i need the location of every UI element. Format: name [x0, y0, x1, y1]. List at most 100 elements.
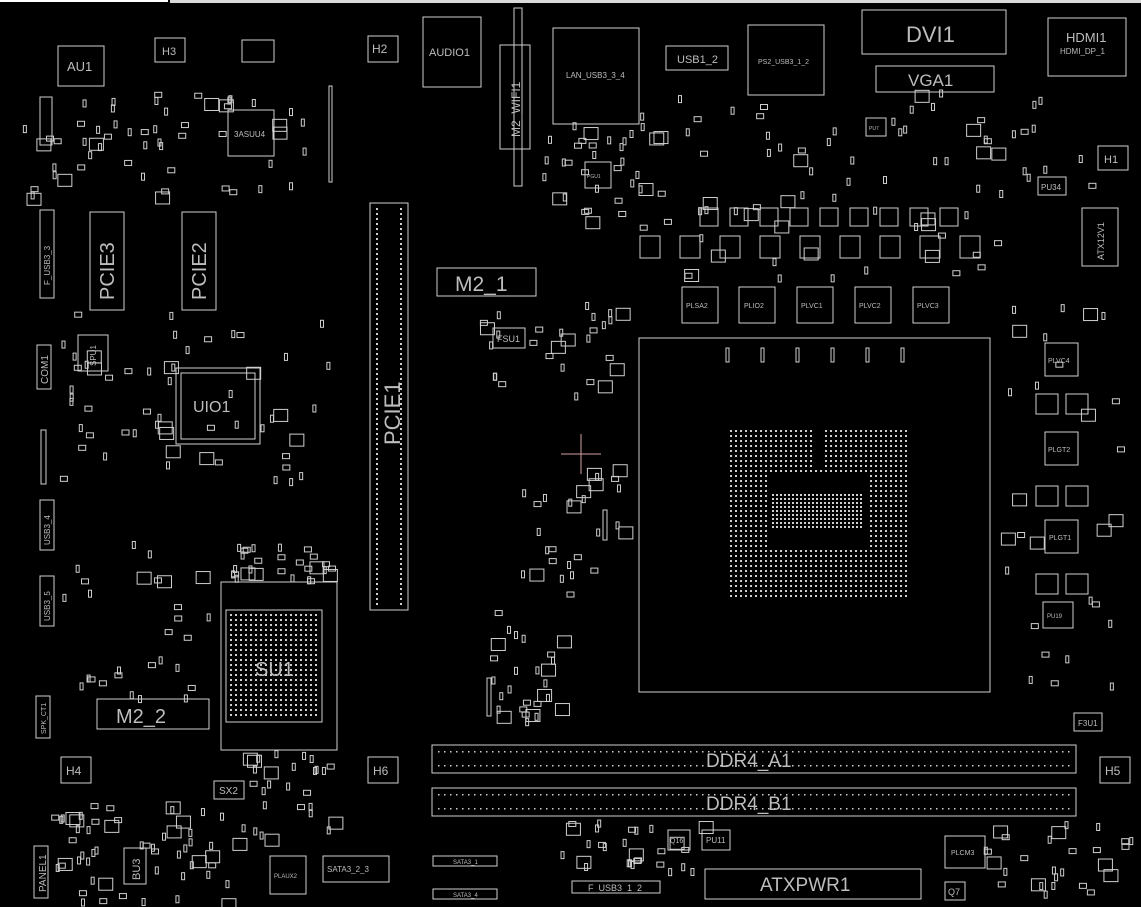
smd-part: [597, 380, 613, 394]
ps2-usb-connector[interactable]: [747, 24, 825, 96]
fsu1-chip[interactable]: [492, 327, 526, 349]
spk-header[interactable]: [35, 695, 51, 739]
cpu-pin: [750, 495, 752, 497]
cpu-pin: [745, 450, 747, 452]
lan-usb-connector[interactable]: [552, 27, 640, 125]
smd-part: [677, 95, 682, 104]
audio1-connector[interactable]: [422, 16, 482, 88]
cpu-pin: [810, 430, 812, 432]
m2-2-slot[interactable]: [96, 698, 210, 730]
m2-wifi1-slot[interactable]: [499, 44, 531, 150]
usb3-5-header[interactable]: [39, 575, 55, 627]
cpu-pin: [860, 570, 862, 572]
smd-part: [259, 831, 264, 840]
uio1-chip[interactable]: [175, 367, 261, 445]
su1-ball: [275, 654, 277, 656]
ddr4-a1-slot[interactable]: [431, 744, 1077, 774]
cpu-pin: [895, 580, 897, 582]
ddr-pin: [540, 808, 542, 810]
h1-mount[interactable]: [1097, 145, 1129, 171]
q7-chip[interactable]: [944, 881, 966, 901]
plio2-inductor[interactable]: [738, 286, 776, 324]
hdmi1-connector[interactable]: [1047, 17, 1127, 77]
pu11-chip[interactable]: [701, 829, 731, 851]
h3-mount[interactable]: [154, 37, 186, 63]
pu7-chip[interactable]: [865, 117, 887, 137]
plaux2-inductor[interactable]: [269, 855, 307, 895]
smd-part: [566, 591, 575, 598]
cpu-pin: [800, 560, 802, 562]
plsa2-inductor[interactable]: [681, 286, 719, 324]
h4-mount[interactable]: [60, 756, 92, 784]
cpu-pin: [820, 565, 822, 567]
sx2-chip[interactable]: [213, 780, 245, 800]
pcie-pin: [376, 563, 378, 565]
pcie1-slot[interactable]: [369, 202, 409, 611]
plvc3-inductor[interactable]: [912, 286, 950, 324]
h2-mount[interactable]: [367, 35, 399, 63]
h6-mount[interactable]: [367, 756, 399, 784]
su1-ball: [250, 659, 252, 661]
ddr-pin: [1068, 808, 1070, 810]
plvc1-inductor[interactable]: [796, 286, 834, 324]
bu3-chip[interactable]: [123, 847, 147, 885]
q16-chip[interactable]: [667, 829, 691, 851]
mosfet: [819, 207, 839, 227]
cpu-pin: [855, 470, 857, 472]
cpu-pin: [905, 580, 907, 582]
h5-mount[interactable]: [1099, 756, 1131, 784]
plgt1-inductor[interactable]: [1044, 519, 1079, 554]
f-usb3-1-2-header[interactable]: [571, 880, 661, 894]
plvc4-inductor[interactable]: [1044, 342, 1079, 377]
su1-chip[interactable]: [225, 609, 323, 723]
atxpwr1-connector[interactable]: [704, 868, 922, 900]
su1-ball: [300, 684, 302, 686]
cpu-pin: [830, 580, 832, 582]
vga1-connector[interactable]: [875, 65, 995, 93]
panel1-header[interactable]: [33, 845, 49, 899]
smd-part: [608, 316, 613, 325]
sata3-2-3-connector[interactable]: [322, 855, 390, 883]
au1-chip[interactable]: [57, 45, 105, 87]
ddr-pin: [726, 808, 728, 810]
smd-part: [479, 322, 495, 336]
pcie3-slot[interactable]: [89, 211, 125, 311]
m2-1-slot[interactable]: [436, 267, 537, 297]
usb3-4-header[interactable]: [39, 499, 55, 551]
spu1-chip[interactable]: [77, 334, 109, 372]
sata3-1-connector[interactable]: [432, 855, 498, 867]
com1-header[interactable]: [36, 344, 52, 390]
cpu-pin: [805, 465, 807, 467]
smd-part: [800, 191, 805, 200]
su1-ball: [300, 699, 302, 701]
smd-part: [552, 192, 568, 206]
pu19-chip[interactable]: [1042, 601, 1074, 629]
sata3-4-connector[interactable]: [432, 888, 498, 900]
asuu4-chip[interactable]: [227, 109, 275, 157]
ddr-pin: [1008, 765, 1010, 767]
cpu-pin: [765, 430, 767, 432]
su1-ball: [305, 694, 307, 696]
plcm3-inductor[interactable]: [944, 835, 986, 869]
smd-part: [78, 890, 87, 897]
cpu-socket[interactable]: [638, 337, 991, 693]
smd-part: [199, 452, 215, 466]
pcie-pin: [376, 218, 378, 220]
ddr4-b1-slot[interactable]: [431, 787, 1077, 817]
f-usb3-3-header[interactable]: [39, 209, 55, 299]
smd-part: [598, 841, 607, 848]
pcie-pin: [400, 528, 402, 530]
smd-part: [78, 444, 87, 451]
su1-ball: [285, 694, 287, 696]
pu34-chip[interactable]: [1037, 176, 1067, 196]
su1-ball: [250, 634, 252, 636]
pcie2-slot[interactable]: [181, 211, 217, 311]
plvc2-inductor[interactable]: [854, 286, 892, 324]
atx12v1-connector[interactable]: [1081, 207, 1119, 267]
plgt2-inductor[interactable]: [1044, 431, 1079, 466]
dvi1-connector[interactable]: [861, 9, 1007, 55]
cpu-pin: [875, 500, 877, 502]
f3u1-chip[interactable]: [1073, 712, 1103, 732]
cpu-pin: [825, 555, 827, 557]
usb1-2-connector[interactable]: [665, 45, 729, 71]
